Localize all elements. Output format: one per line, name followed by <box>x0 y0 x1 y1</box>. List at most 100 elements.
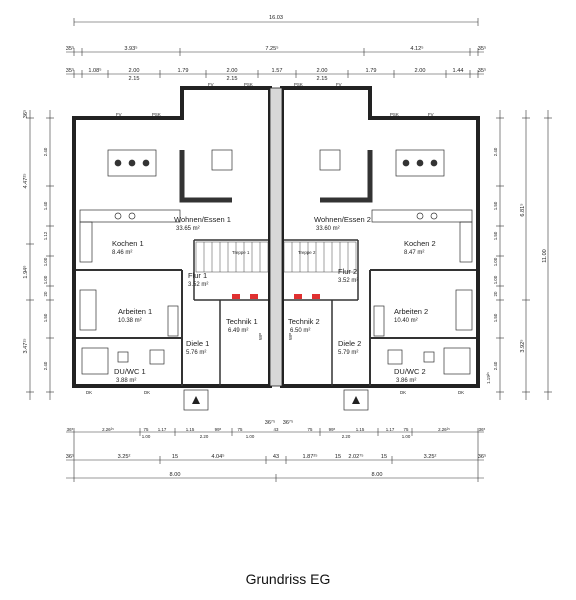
room-diele-2-name: Diele 2 <box>338 339 361 348</box>
room-arbeiten-2-name: Arbeiten 2 <box>394 307 428 316</box>
dim-r1-1: 3.93⁵ <box>124 45 137 52</box>
marker-dk-1: DK <box>86 390 92 395</box>
dim-ri-1: 1.50 <box>493 201 498 210</box>
dim-r-2: 11.00 <box>542 249 548 263</box>
dim-ri-5: 20 <box>493 291 498 296</box>
dim-b2-8: 15 <box>381 454 387 460</box>
technik-marker-1 <box>232 294 240 299</box>
marker-wp-2: WP <box>288 333 293 340</box>
room-kochen-1-name: Kochen 1 <box>112 239 144 248</box>
dining-table-2 <box>395 149 445 177</box>
dim-li-6: 1.50 <box>43 313 48 322</box>
room-technik-1-name: Technik 1 <box>226 317 258 326</box>
dim-b2-0: 36⁵ <box>66 453 75 460</box>
dim-ri-8: 1.19²⁵ <box>486 372 491 384</box>
dim-b2-4: 43 <box>273 454 279 460</box>
room-duwc-2-name: DU/WC 2 <box>394 367 426 376</box>
room-diele-1-name: Diele 1 <box>186 339 209 348</box>
dim-r2-6: 2.00 <box>317 68 328 74</box>
dim-r1-4: 35⁵ <box>478 45 487 52</box>
dim-b2-7: 2.02⁷⁵ <box>348 453 363 460</box>
dim-bm-1: 36⁷⁵ <box>283 419 294 426</box>
bath-1 <box>81 347 165 375</box>
marker-dk-2: DK <box>458 390 464 395</box>
dim-r2b-1: 2.15 <box>227 76 238 82</box>
dim-r2-9: 1.44 <box>453 68 464 74</box>
staircase-1 <box>195 241 269 273</box>
marker-fv-2b: FV <box>336 82 342 87</box>
dim-li-0: 2.40 <box>43 147 48 156</box>
dim-r2-8: 2.00 <box>415 68 426 74</box>
dim-r2b-0: 2.15 <box>129 76 140 82</box>
dim-b1-12: 75 <box>404 427 409 432</box>
dim-ri-6: 1.50 <box>493 313 498 322</box>
room-diele-1-area: 5.76 m² <box>186 350 206 356</box>
marker-psk-2: PSK <box>390 112 399 117</box>
room-kochen-2-area: 8.47 m² <box>404 250 424 256</box>
technik-marker-2b <box>312 294 320 299</box>
technik-marker-1b <box>250 294 258 299</box>
dim-b1-8: 75 <box>308 427 313 432</box>
dim-b1s-3: 2.20 <box>342 434 351 439</box>
room-arbeiten-1-area: 10.38 m² <box>118 318 142 324</box>
dim-r2b-2: 2.15 <box>317 76 328 82</box>
marker-dk-1b: DK <box>144 390 150 395</box>
kitchen-1 <box>79 209 181 263</box>
marker-fv-1b: FV <box>208 82 214 87</box>
marker-psk-1: PSK <box>152 112 161 117</box>
technik-marker-2 <box>294 294 302 299</box>
dim-b2-5: 1.87²⁵ <box>302 453 317 460</box>
marker-dk-2b: DK <box>400 390 406 395</box>
dim-b1-7: 43 <box>274 427 279 432</box>
dim-b1s-2: 1.00 <box>246 434 255 439</box>
dim-ri-2: 1.50 <box>493 231 498 240</box>
dim-r1-2: 7.25⁵ <box>265 45 278 52</box>
dim-r2-1: 1.08⁵ <box>88 67 101 74</box>
dim-b2-1: 3.25² <box>118 454 131 460</box>
room-arbeiten-1-name: Arbeiten 1 <box>118 307 152 316</box>
room-duwc-1-name: DU/WC 1 <box>114 367 146 376</box>
dim-bm-0: 36⁷⁵ <box>265 419 276 426</box>
dim-r1-0: 35⁵ <box>66 45 75 52</box>
room-duwc-1-area: 3.88 m² <box>116 378 136 384</box>
room-flur-2-name: Flur 2 <box>338 267 357 276</box>
room-treppe-1-name: Treppe 1 <box>232 250 250 255</box>
room-wohnen-2-name: Wohnen/Essen 2 <box>314 215 371 224</box>
room-wohnen-2-area: 33.60 m² <box>316 226 340 232</box>
dim-b1-11: 1.17 <box>386 427 395 432</box>
room-diele-2-area: 5.79 m² <box>338 350 358 356</box>
room-technik-1-area: 6.49 m² <box>228 328 248 334</box>
dim-b1-14: 36⁵ <box>479 427 486 432</box>
marker-wp-1: WP <box>258 333 263 340</box>
sofa-2 <box>319 149 373 203</box>
marker-fv-2: FV <box>428 112 434 117</box>
dim-li-1: 1.40 <box>43 201 48 210</box>
entrance-arrow-2-icon <box>352 396 360 404</box>
dim-r2-2: 2.00 <box>129 68 140 74</box>
dining-table-1 <box>107 149 157 177</box>
dim-l-0: 36⁵ <box>22 110 29 119</box>
dim-b3-1: 8.00 <box>372 472 383 478</box>
dim-r2-7: 1.79 <box>366 68 377 74</box>
dim-r2-4: 2.00 <box>227 68 238 74</box>
dim-b2-10: 36⁵ <box>478 453 487 460</box>
dim-l-2: 1.94⁶ <box>22 265 29 278</box>
marker-fv-1: FV <box>116 112 122 117</box>
building-walls <box>72 86 480 388</box>
dim-ri-0: 2.40 <box>493 147 498 156</box>
room-technik-2-name: Technik 2 <box>288 317 320 326</box>
dim-r2-0: 35⁵ <box>66 67 75 74</box>
room-flur-1-area: 3.52 m² <box>188 282 208 288</box>
dim-b1-4: 1.15 <box>186 427 195 432</box>
dim-li-3: 1.00 <box>43 257 48 266</box>
dim-b1-13: 2.26²⁵ <box>438 427 450 432</box>
dim-l-1: 4.47²⁵ <box>22 173 29 188</box>
room-kochen-1-area: 8.46 m² <box>112 250 132 256</box>
room-technik-2-area: 6.50 m² <box>290 328 310 334</box>
dim-r-1: 3.92⁵ <box>519 339 526 352</box>
dim-b3-0: 8.00 <box>170 472 181 478</box>
dim-r2-5: 1.57 <box>272 68 283 74</box>
dim-b2-9: 3.25² <box>424 454 437 460</box>
dim-li-2: 1.12 <box>43 231 48 240</box>
dim-b1s-0: 1.00 <box>142 434 151 439</box>
